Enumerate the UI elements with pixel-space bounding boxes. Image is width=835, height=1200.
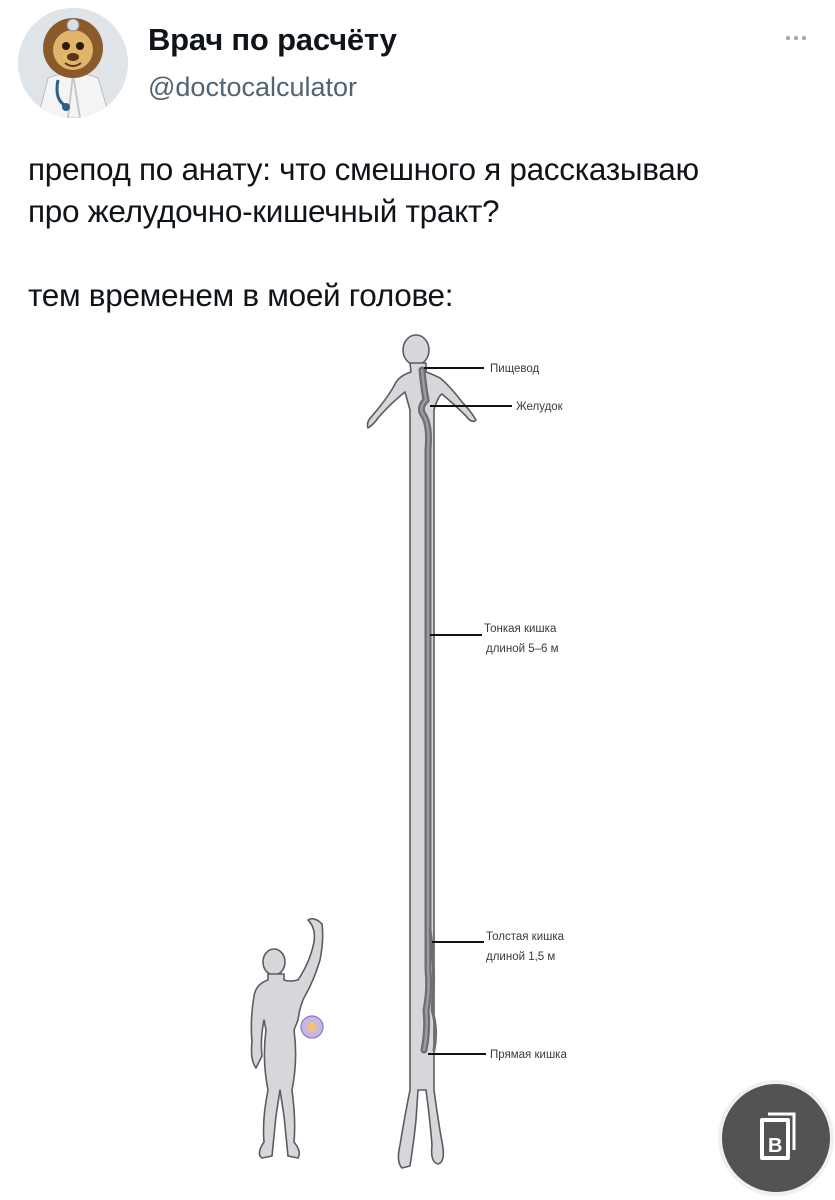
floating-action-button[interactable]: В [718, 1080, 834, 1196]
avatar[interactable] [18, 8, 128, 118]
watermark-badge-icon [300, 1015, 324, 1039]
tweet-text: препод по анату: что смешного я рассказы… [28, 148, 818, 316]
display-name[interactable]: Врач по расчёту [148, 22, 397, 57]
tweet-text-line-1: препод по анату: что смешного я рассказы… [28, 151, 699, 187]
label-large-intestine: Толстая кишка длиной 1,5 м [432, 931, 565, 963]
more-options-button[interactable] [781, 28, 811, 48]
lion-doctor-avatar-icon [18, 8, 128, 118]
svg-text:Желудок: Желудок [516, 401, 564, 413]
svg-text:Пищевод: Пищевод [490, 363, 540, 375]
book-icon: В [760, 1112, 796, 1160]
more-dots-icon [786, 36, 790, 40]
anatomy-illustration[interactable]: Пищевод Желудок Тонкая кишка длиной 5–6 … [0, 330, 835, 1200]
username-handle[interactable]: @doctocalculator [148, 72, 358, 102]
svg-text:Прямая кишка: Прямая кишка [490, 1049, 567, 1061]
svg-text:длиной 1,5 м: длиной 1,5 м [486, 951, 555, 963]
small-figure [250, 917, 324, 1159]
svg-text:Толстая кишка: Толстая кишка [486, 931, 565, 943]
svg-text:длиной 5–6 м: длиной 5–6 м [486, 643, 559, 655]
tweet-text-line-3: тем временем в моей голове: [28, 277, 454, 313]
badge-letter: В [768, 1135, 782, 1157]
label-stomach: Желудок [430, 401, 564, 413]
svg-text:Тонкая кишка: Тонкая кишка [484, 623, 557, 635]
label-rectum: Прямая кишка [428, 1049, 567, 1061]
tweet-text-line-2: про желудочно-кишечный тракт? [28, 193, 500, 229]
tall-figure [366, 334, 477, 1169]
label-small-intestine: Тонкая кишка длиной 5–6 м [430, 623, 559, 655]
digestive-tract [417, 366, 438, 1054]
label-esophagus: Пищевод [424, 363, 540, 375]
